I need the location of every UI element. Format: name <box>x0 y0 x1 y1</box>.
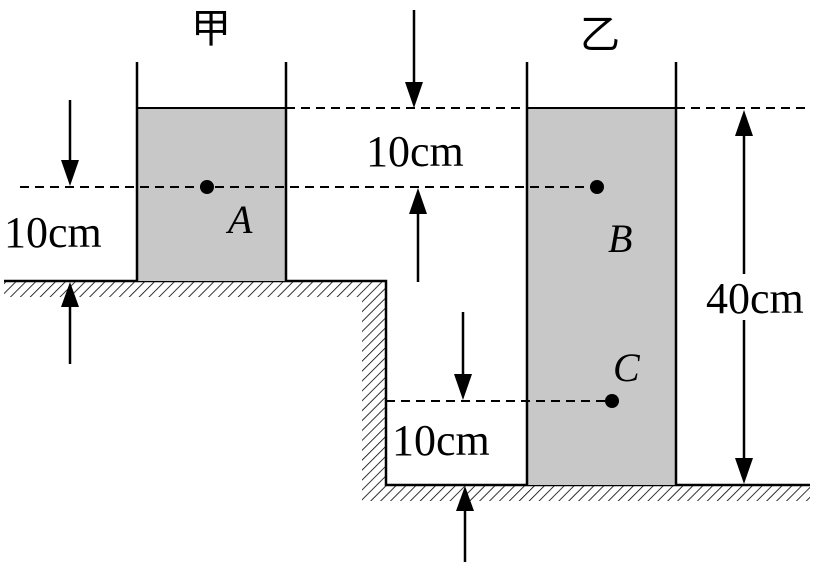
a-depth-label: 10cm <box>4 208 102 257</box>
point-a-label: A <box>225 197 253 242</box>
arrow-b-bottom-head <box>409 188 427 214</box>
b-depth-label: 10cm <box>366 127 464 176</box>
arrow-a-bottom-head <box>61 282 79 307</box>
arrow-height-top-head <box>735 110 753 136</box>
arrow-a-top-head <box>61 160 79 186</box>
c-height-label: 10cm <box>392 416 490 465</box>
yi-water-height-label: 40cm <box>706 274 804 323</box>
lower-ground-hatch <box>362 485 810 501</box>
dimension-labels: 10cm 10cm 10cm 40cm <box>4 127 804 465</box>
ground <box>4 279 810 501</box>
container-yi-label: 乙 <box>580 12 620 58</box>
arrow-c-bottom-head <box>456 486 474 511</box>
point-c-dot <box>605 394 619 408</box>
points: A B C <box>200 180 641 408</box>
point-b-dot <box>590 180 604 194</box>
height-label-background <box>704 274 838 320</box>
container-jia: 甲 <box>135 6 288 281</box>
point-b-label: B <box>608 216 632 261</box>
container-yi-water <box>527 108 676 485</box>
step-wall-hatch <box>362 297 386 485</box>
point-c-label: C <box>613 345 641 390</box>
arrow-height-bottom-head <box>735 458 753 484</box>
upper-ground-hatch <box>4 281 386 297</box>
container-yi: 乙 <box>525 12 678 485</box>
reference-lines <box>20 107 810 402</box>
container-jia-water <box>137 108 286 281</box>
container-jia-label: 甲 <box>191 6 231 52</box>
arrow-c-top-head <box>454 374 472 400</box>
point-a-dot <box>200 180 214 194</box>
arrow-b-top-head <box>405 82 423 108</box>
